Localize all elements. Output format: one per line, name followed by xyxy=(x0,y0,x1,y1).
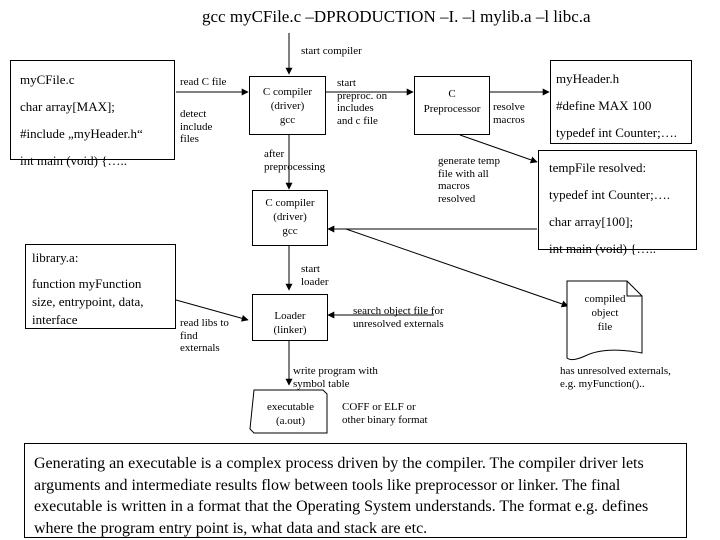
arrow-object-file xyxy=(345,228,569,308)
tempfile-resolved-box: tempFile resolved: typedef int Counter;…… xyxy=(538,150,697,256)
label-start-loader: start loader xyxy=(301,263,329,288)
library-a-box: library.a: function myFunction size, ent… xyxy=(25,244,176,329)
label-detect-include: detect include files xyxy=(180,108,213,146)
compiled-object-file-doc: compiled object file xyxy=(584,293,626,333)
label-resolve-macros: resolve macros xyxy=(493,101,525,126)
label-generate-temp: generate temp file with all macros resol… xyxy=(438,155,500,205)
compiled-object-document-shape xyxy=(566,280,643,361)
arrow-read-libs xyxy=(175,299,249,322)
label-write-program: write program with symbol table xyxy=(293,365,378,390)
label-coff-elf: COFF or ELF or other binary format xyxy=(342,401,428,426)
compiled-object-fold xyxy=(626,281,642,297)
c-compiler-driver-box-1: C compiler (driver) gcc xyxy=(249,76,326,135)
myheader-box: myHeader.h #define MAX 100 typedef int C… xyxy=(550,60,692,144)
executable-aout: executable (a.out) xyxy=(266,401,315,427)
label-start-compiler: start compiler xyxy=(301,45,362,57)
command-line-title: gcc myCFile.c –DPRODUCTION –I. –l mylib.… xyxy=(202,7,591,26)
label-read-c-file: read C file xyxy=(180,76,227,88)
label-after-preprocessing: after preprocessing xyxy=(264,148,326,173)
caption-box: Generating an executable is a complex pr… xyxy=(24,443,687,538)
label-start-preproc: start preproc. on includes and c file xyxy=(337,77,388,127)
executable-shape xyxy=(249,389,328,434)
label-read-libs: read libs to find externals xyxy=(180,317,229,355)
c-preprocessor-box: C Preprocessor xyxy=(414,76,490,135)
label-search-object: search object file for unresolved extern… xyxy=(353,305,444,330)
arrow-generate-temp xyxy=(459,134,538,164)
loader-linker-box: Loader (linker) xyxy=(252,294,328,341)
label-unresolved-externals: has unresolved externals, e.g. myFunctio… xyxy=(560,365,671,390)
mycfile-box: myCFile.c char array[MAX]; #include „myH… xyxy=(10,60,175,168)
c-compiler-driver-box-2: C compiler (driver) gcc xyxy=(252,190,328,246)
